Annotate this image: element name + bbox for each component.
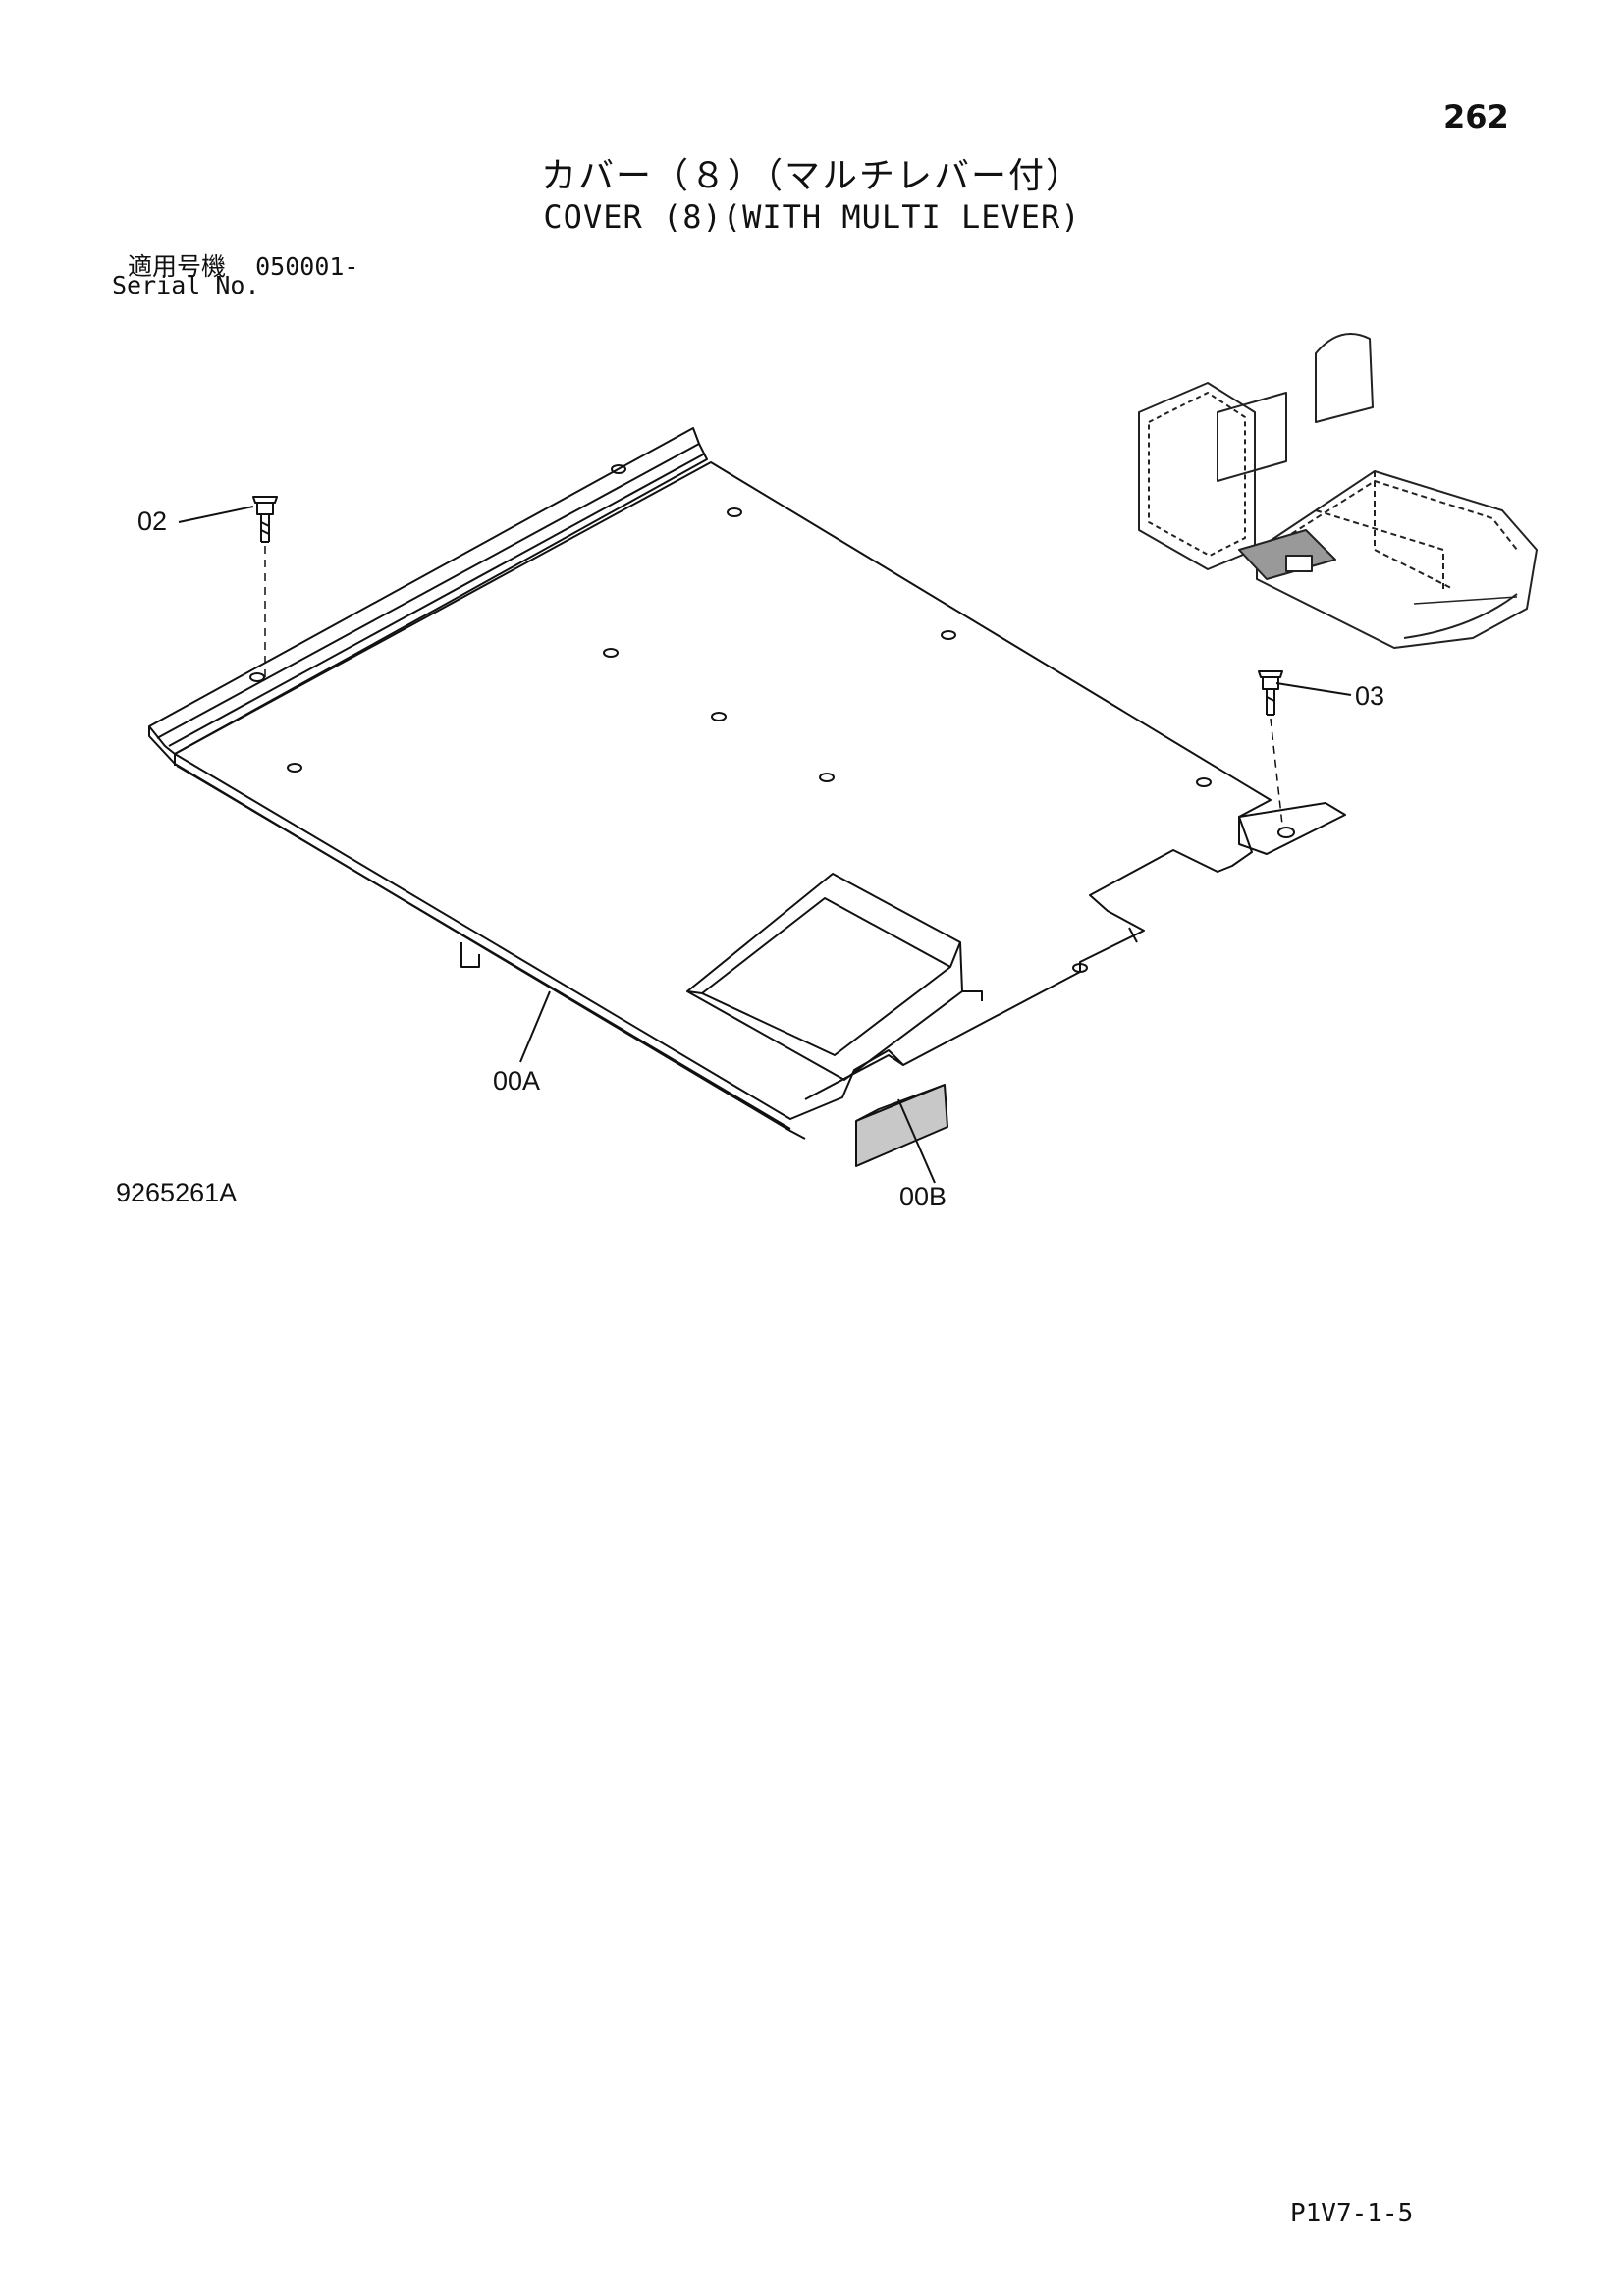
leader-00A xyxy=(519,990,551,1063)
plate-hole-2 xyxy=(603,648,619,658)
notch-lines xyxy=(1128,927,1138,943)
leader-03 xyxy=(1275,682,1352,696)
page-number: 262 xyxy=(1443,98,1509,135)
plate-hole-6 xyxy=(819,773,835,782)
duct-left-wall xyxy=(686,990,703,994)
duct-inner xyxy=(701,897,951,1056)
bolt-right-install-line xyxy=(1270,718,1283,826)
title-english: COVER (8)(WITH MULTI LEVER) xyxy=(543,198,1081,236)
seal-piece-top xyxy=(855,1084,946,1122)
serial-japanese-row: 適用号機 050001- xyxy=(128,247,358,283)
duct-right-wall xyxy=(949,941,961,968)
seal-piece xyxy=(855,1084,948,1167)
drawing-number: 9265261A xyxy=(116,1178,238,1207)
plate-hole-1 xyxy=(727,507,742,517)
serial-english-label: Serial No. xyxy=(112,271,260,299)
duct-box xyxy=(686,873,963,1081)
left-rail-inner xyxy=(156,443,700,739)
callout-03: 03 xyxy=(1355,681,1385,711)
serial-japanese-label: 適用号機 xyxy=(128,252,227,281)
callout-02: 02 xyxy=(137,507,168,536)
plate-hole-7 xyxy=(1196,777,1212,787)
location-inset xyxy=(1138,333,1538,649)
leader-00B xyxy=(897,1098,936,1184)
footer-code: P1V7-1-5 xyxy=(1290,2199,1414,2228)
bolt-left-shape xyxy=(252,496,278,543)
cover-plate-outline xyxy=(174,461,1272,1120)
serial-value: 050001- xyxy=(255,252,359,281)
notch-hole xyxy=(1072,963,1088,973)
callout-00A: 00A xyxy=(493,1066,541,1095)
duct-front xyxy=(804,1054,904,1100)
leader-02 xyxy=(178,506,254,523)
bolt-right-shape xyxy=(1258,670,1283,716)
right-tab xyxy=(1238,802,1346,855)
callout-00B: 00B xyxy=(899,1182,947,1211)
left-rail-inner-2 xyxy=(168,453,706,747)
rail-hole-1 xyxy=(611,464,626,474)
front-flange xyxy=(176,765,791,1130)
duct-lip xyxy=(962,990,983,1001)
under-tab xyxy=(460,942,480,968)
rail-hole-2 xyxy=(249,672,265,682)
plate-hole-3 xyxy=(941,630,956,640)
left-rail xyxy=(148,427,708,755)
right-tab-hole xyxy=(1277,827,1295,838)
title-japanese: カバー（８）（マルチレバー付） xyxy=(540,156,1083,196)
plate-hole-4 xyxy=(711,712,727,721)
plate-hole-5 xyxy=(287,763,302,773)
